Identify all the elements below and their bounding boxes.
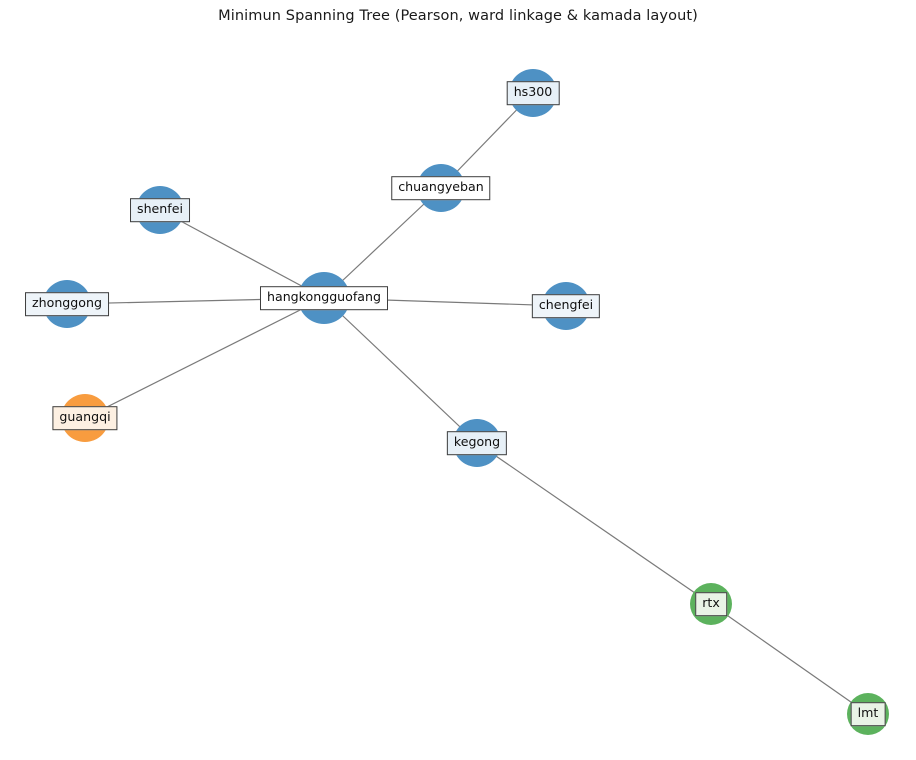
node-label-guangqi: guangqi: [52, 406, 118, 430]
graph-edge: [710, 603, 869, 715]
node-label-chengfei: chengfei: [531, 294, 601, 318]
graph-edge: [84, 297, 325, 419]
node-label-chuangyeban: chuangyeban: [391, 176, 491, 200]
node-label-rtx: rtx: [695, 592, 727, 616]
node-label-lmt: lmt: [850, 702, 886, 726]
node-label-shenfei: shenfei: [130, 198, 190, 222]
node-label-hs300: hs300: [506, 81, 560, 105]
graph-edge: [476, 442, 712, 605]
node-label-zhonggong: zhonggong: [25, 292, 109, 316]
node-label-kegong: kegong: [446, 431, 508, 455]
graph-edge: [159, 209, 325, 299]
graph-edge: [323, 297, 478, 444]
page-title: Minimun Spanning Tree (Pearson, ward lin…: [218, 8, 698, 24]
node-label-hangkongguofang: hangkongguofang: [259, 286, 389, 310]
